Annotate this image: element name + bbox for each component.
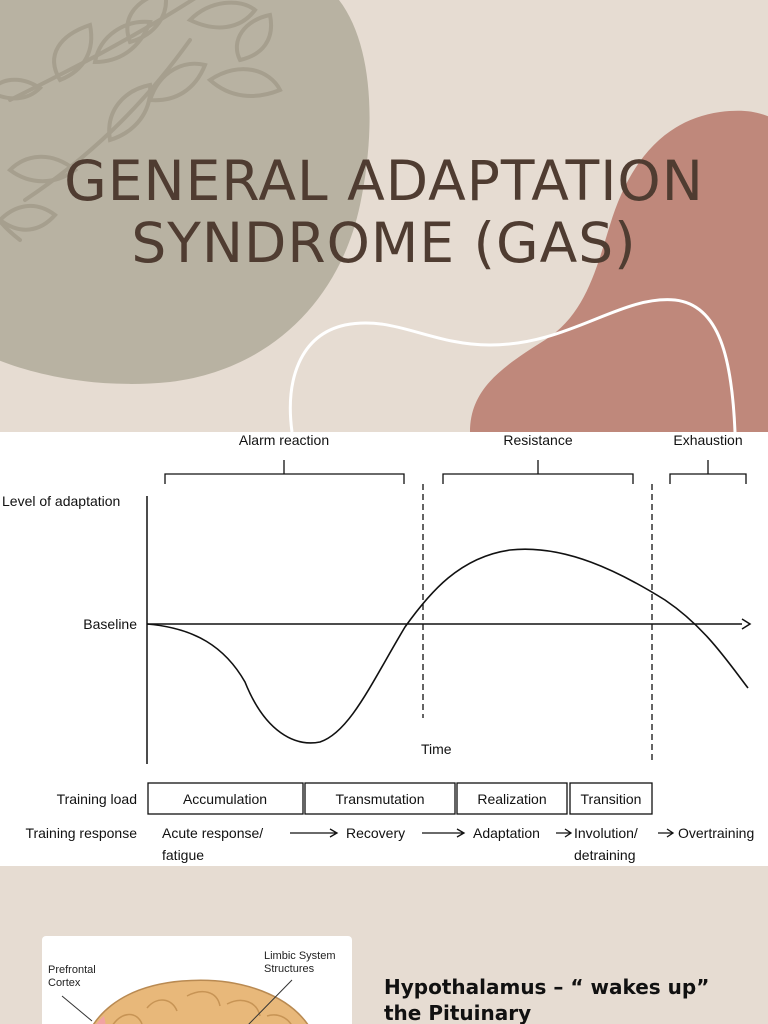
bracket-alarm <box>164 460 405 484</box>
response-involution: Involution/ <box>574 825 638 841</box>
phase-label-exhaustion: Exhaustion <box>673 432 742 448</box>
prefrontal-label-line2: Cortex <box>48 977 81 989</box>
response-overtraining: Overtraining <box>678 825 754 841</box>
decorative-curve <box>288 298 737 432</box>
x-axis-label: Time <box>421 741 452 757</box>
rose-blob-shape <box>470 110 768 432</box>
arrow-adaptation-involution <box>556 828 573 838</box>
title-line-2: SYNDROME (GAS) <box>131 211 637 275</box>
hypothalamus-text: Hypothalamus – “ wakes up” the Pituinary <box>384 975 710 1024</box>
load-accumulation: Accumulation <box>183 791 267 807</box>
bracket-resistance <box>442 460 634 484</box>
load-box-realization <box>456 782 568 815</box>
load-realization: Realization <box>477 791 546 807</box>
load-box-transition <box>569 782 653 815</box>
response-acute: Acute response/ <box>162 825 263 841</box>
brain-illustration <box>61 979 309 1024</box>
bracket-exhaustion <box>669 460 747 484</box>
load-box-accumulation <box>147 782 304 815</box>
brain-illustration-card: Prefrontal Cortex Limbic System Structur… <box>42 936 352 1024</box>
slide-title: GENERAL ADAPTATION SYNDROME (GAS) <box>0 150 768 274</box>
gas-diagram: Alarm reaction Resistance Exhaustion Lev… <box>2 432 754 863</box>
sage-blob-shape <box>0 0 370 384</box>
response-adaptation: Adaptation <box>473 825 540 841</box>
response-recovery: Recovery <box>346 825 405 841</box>
response-detraining: detraining <box>574 847 636 863</box>
load-transmutation: Transmutation <box>336 791 425 807</box>
hypothalamus-slide[interactable]: Prefrontal Cortex Limbic System Structur… <box>0 866 768 1024</box>
arrow-acute-recovery <box>290 828 339 838</box>
limbic-label-line2: Structures <box>264 963 315 975</box>
prefrontal-highlight <box>96 1016 106 1024</box>
limbic-system-label: Limbic System Structures <box>264 950 336 976</box>
baseline-label: Baseline <box>83 616 137 632</box>
gas-diagram-slide[interactable]: Alarm reaction Resistance Exhaustion Lev… <box>0 432 768 866</box>
limbic-label-line1: Limbic System <box>264 950 336 962</box>
title-slide[interactable]: GENERAL ADAPTATION SYNDROME (GAS) <box>0 0 768 432</box>
prefrontal-label-line1: Prefrontal <box>48 964 96 976</box>
load-transition: Transition <box>581 791 642 807</box>
baseline-arrowhead <box>741 618 752 630</box>
title-line-1: GENERAL ADAPTATION <box>64 149 704 213</box>
phase-label-resistance: Resistance <box>503 432 572 448</box>
arrow-recovery-adaptation <box>422 828 466 838</box>
arrow-involution-overtraining <box>658 828 675 838</box>
training-response-label: Training response <box>25 825 137 841</box>
leaf-branch-icon <box>0 0 283 242</box>
brain-shape <box>93 979 309 1024</box>
response-fatigue: fatigue <box>162 847 204 863</box>
phase-label-alarm: Alarm reaction <box>239 432 329 448</box>
training-load-label: Training load <box>57 791 137 807</box>
y-axis-label: Level of adaptation <box>2 493 120 509</box>
prefrontal-cortex-label: Prefrontal Cortex <box>48 964 96 990</box>
adaptation-curve <box>146 548 749 744</box>
decorative-background <box>0 0 768 432</box>
load-box-transmutation <box>304 782 456 815</box>
